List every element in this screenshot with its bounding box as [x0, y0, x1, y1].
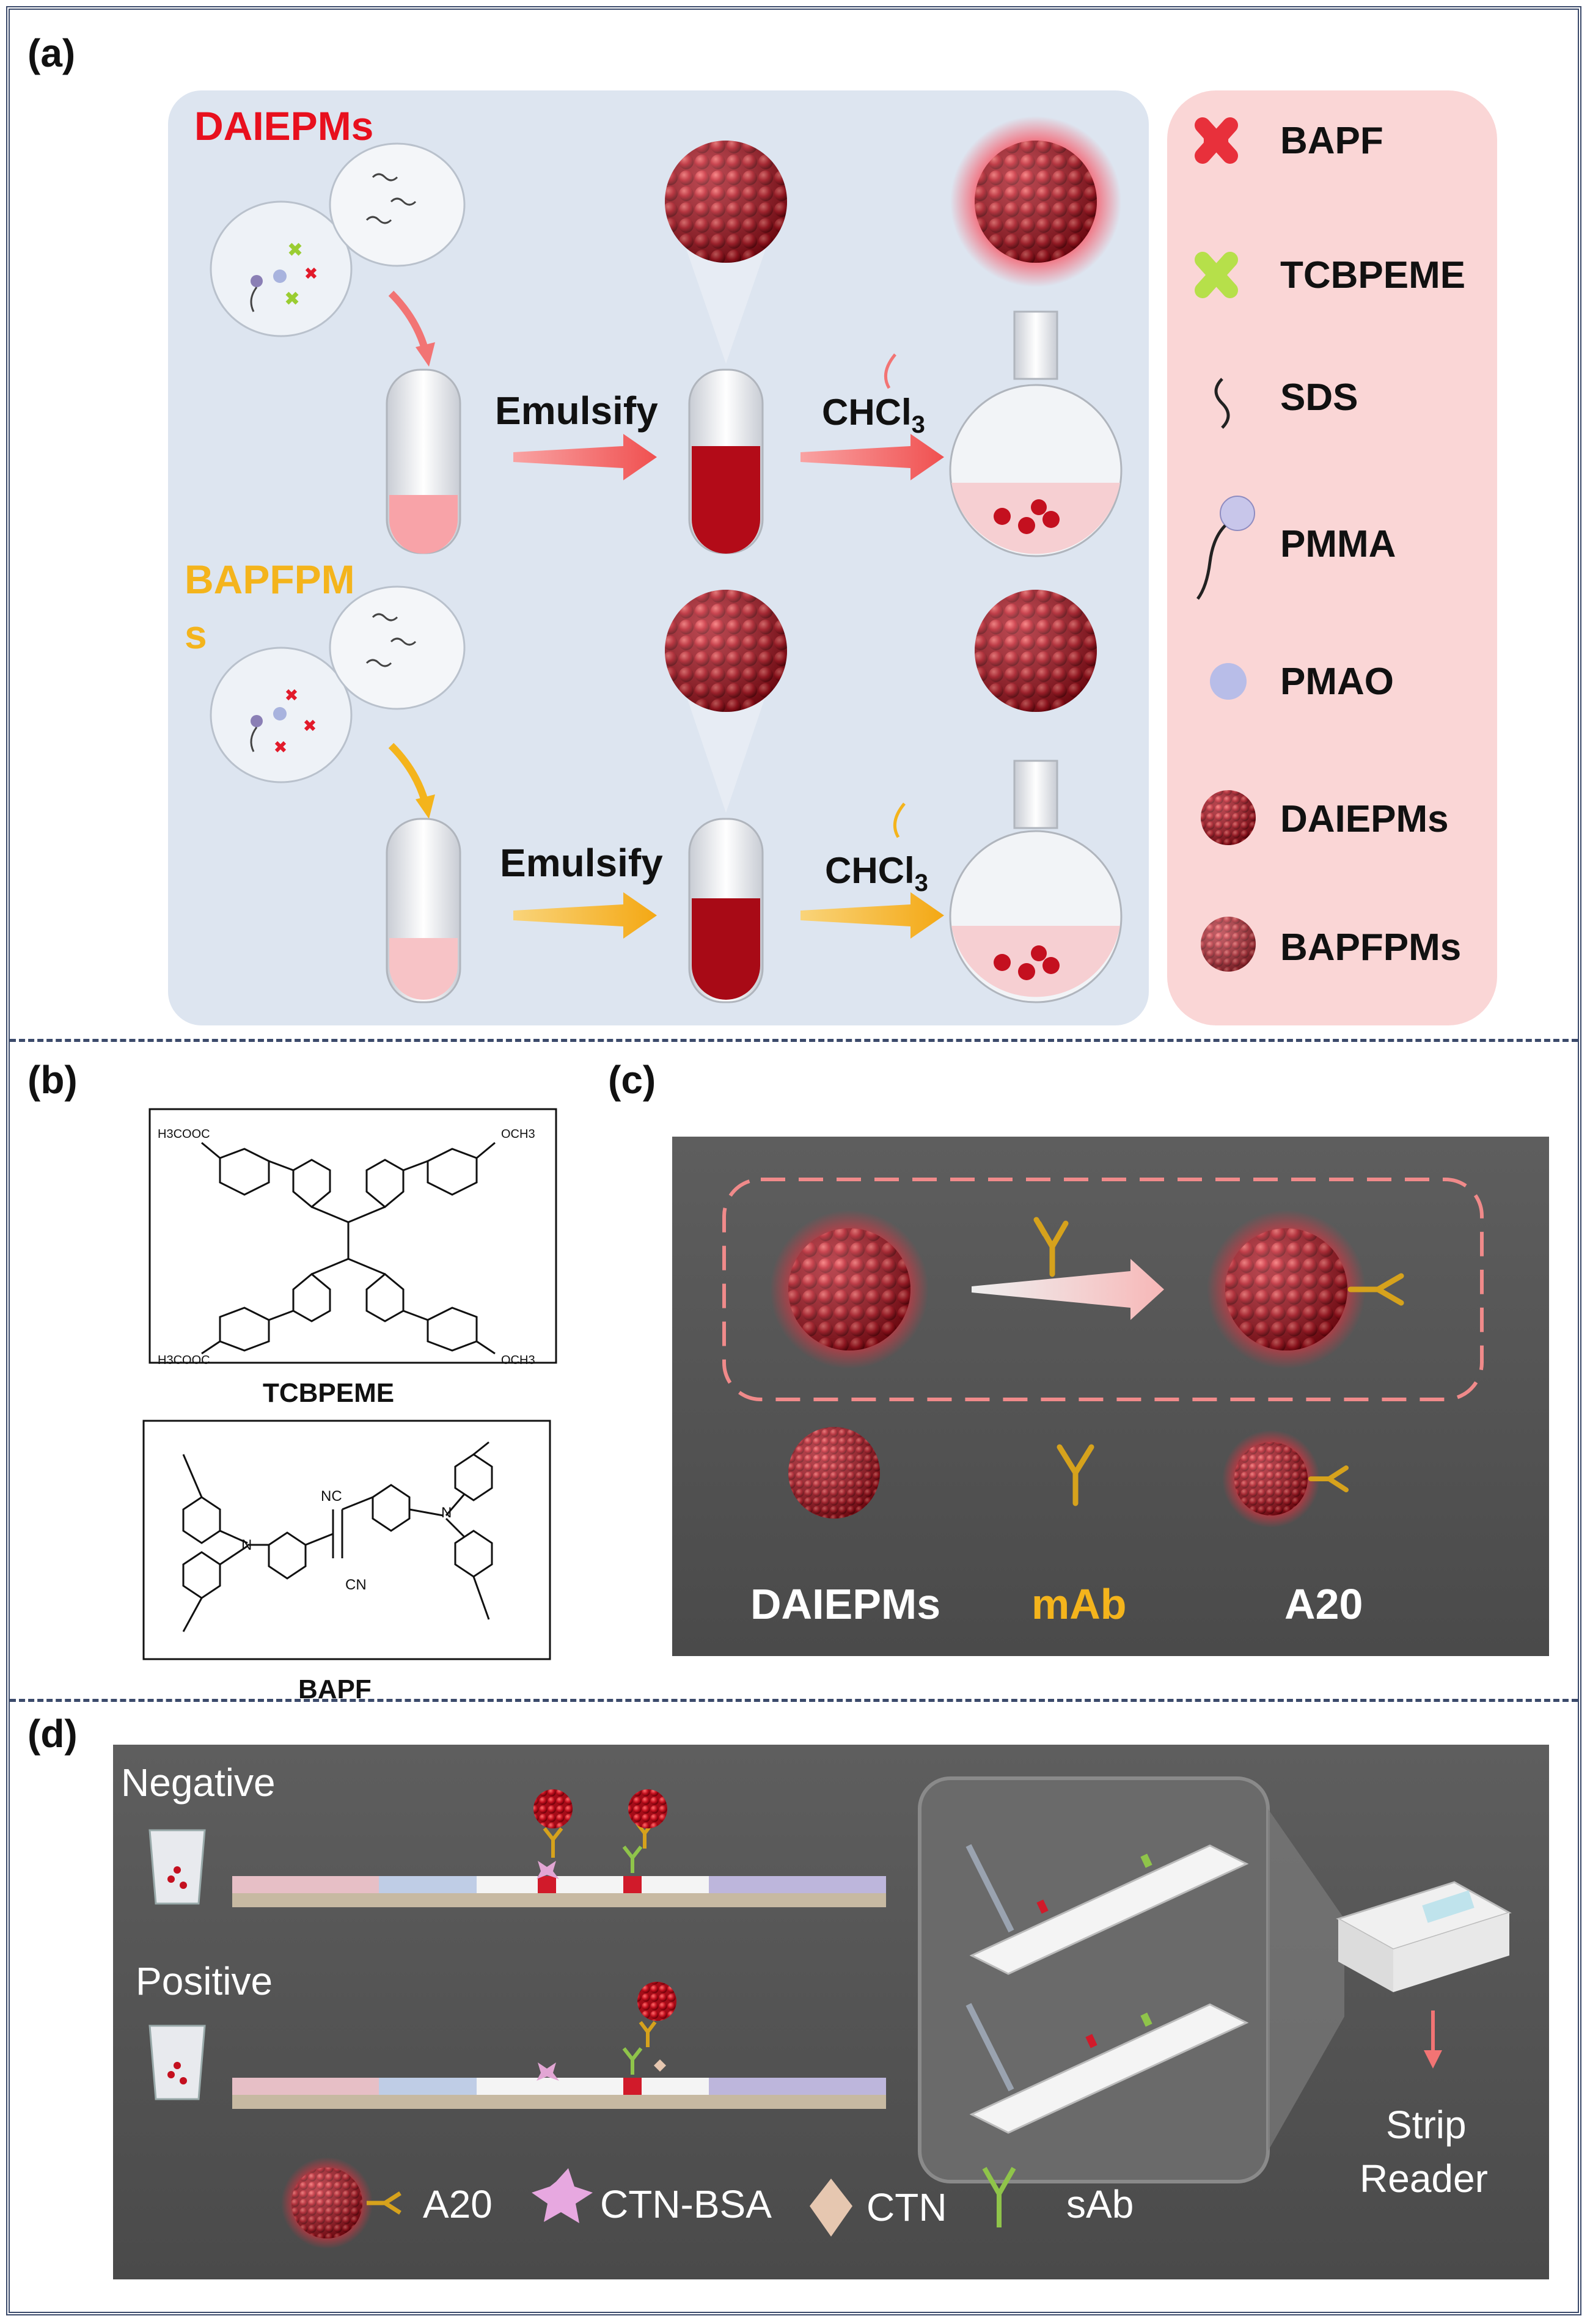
legend-daiepms: DAIEPMs	[1280, 798, 1449, 840]
test-strip-positive	[232, 1982, 886, 2109]
tcbpeme-group-4: OCH3	[501, 1354, 535, 1367]
tcbpeme-name: TCBPEME	[263, 1378, 395, 1408]
separator-c-d	[10, 1699, 1578, 1702]
curved-arrow-top	[388, 290, 428, 350]
pmao-icon	[1210, 663, 1247, 700]
legend-a-background	[1167, 90, 1497, 1025]
ctn-icon	[810, 2179, 852, 2237]
legend-d-ctn-bsa: CTN-BSA	[600, 2182, 772, 2226]
emulsify-label-bottom: Emulsify	[500, 841, 663, 885]
tcbpeme-group-3: H3COOC	[158, 1354, 210, 1367]
sds-icon	[1214, 378, 1230, 429]
pmma-icon	[1196, 496, 1255, 600]
tcbpeme-group-1: H3COOC	[158, 1127, 210, 1141]
tcbpeme-structure-box	[148, 1108, 557, 1364]
separator-a-b	[10, 1039, 1578, 1042]
conjugation-arrow	[972, 1259, 1164, 1320]
emulsify-arrow-top	[513, 434, 657, 480]
a20-antibody-c	[1347, 1273, 1404, 1306]
cassette-top	[965, 1844, 1249, 1975]
legend-d-ctn: CTN	[866, 2185, 947, 2229]
test-tube-3	[386, 818, 461, 1003]
bapf-group-n1: N	[241, 1537, 252, 1553]
conjugation-box	[722, 1178, 1484, 1401]
legend-tcbpeme: TCBPEME	[1280, 254, 1466, 296]
mab-legend-c	[1057, 1444, 1094, 1506]
curved-arrow-bottom	[388, 742, 428, 802]
panel-label-a: (a)	[27, 31, 76, 75]
bapf-structure-box	[142, 1420, 551, 1660]
a20-sphere-c	[1225, 1228, 1347, 1351]
strip-reader-window	[918, 1776, 1270, 2183]
emulsion-bubble-bottom	[210, 585, 466, 783]
panel-c-background	[672, 1137, 1549, 1656]
strip-reader-device	[1336, 1881, 1512, 1992]
flask-bottom	[949, 760, 1123, 1003]
test-tube-1	[386, 368, 461, 554]
legend-c-a20: A20	[1284, 1580, 1363, 1628]
tcbpeme-structure	[201, 1142, 496, 1355]
bapf-group-cn: CN	[345, 1577, 367, 1593]
positive-label: Positive	[136, 1959, 273, 2003]
strip-reader-label-1: Strip	[1386, 2103, 1467, 2147]
sample-cup-positive	[148, 2025, 206, 2100]
tcbpeme-icon	[1195, 252, 1238, 298]
bapf-structure	[182, 1441, 493, 1632]
legend-bapfpms: BAPFPMs	[1280, 926, 1462, 969]
daiepms-sphere-c	[788, 1228, 910, 1351]
a20-legend-d	[291, 2168, 362, 2238]
tcbpeme-group-2: OCH3	[501, 1127, 535, 1141]
bapfpms-legend-icon	[1201, 917, 1256, 972]
bapfpms-title-line1: BAPFPM	[185, 557, 355, 602]
chcl3-arrow-top	[800, 434, 944, 480]
legend-sds: SDS	[1280, 376, 1358, 419]
chcl3-arrow-bottom	[800, 892, 944, 939]
legend-c-daiepms: DAIEPMs	[750, 1580, 941, 1628]
test-tube-2	[688, 368, 764, 554]
cassette-bottom	[965, 2003, 1249, 2134]
emulsify-label-top: Emulsify	[495, 389, 658, 433]
sample-cup-negative	[148, 1829, 206, 1905]
legend-c-mab: mAb	[1031, 1580, 1127, 1628]
test-tube-4	[688, 818, 764, 1003]
sab-icon	[982, 2167, 1016, 2227]
particle-sphere-bottom-mid	[665, 590, 787, 712]
flask-top	[949, 310, 1123, 557]
emulsify-arrow-bottom	[513, 892, 657, 939]
legend-bapf: BAPF	[1280, 120, 1383, 162]
bapf-group-n2: N	[441, 1505, 452, 1521]
negative-label: Negative	[121, 1761, 276, 1805]
particle-sphere-bottom-right	[975, 590, 1097, 712]
mab-icon-c	[1033, 1217, 1069, 1277]
panel-label-c: (c)	[608, 1058, 656, 1102]
figure-frame	[6, 6, 1581, 2315]
bapfpms-title-line2: s	[185, 612, 207, 657]
chcl3-label-bottom: CHCl3	[825, 850, 928, 896]
ctn-bsa-icon	[532, 2168, 593, 2223]
strip-reader-label-2: Reader	[1360, 2157, 1488, 2201]
legend-d-a20: A20	[423, 2182, 493, 2226]
legend-pmma: PMMA	[1280, 523, 1396, 565]
chcl3-label-top: CHCl3	[822, 392, 925, 438]
bapf-group-nc: NC	[321, 1488, 342, 1505]
particle-sphere-top-mid	[665, 141, 787, 263]
test-strip-negative	[232, 1789, 886, 1907]
bapf-name: BAPF	[298, 1674, 372, 1704]
daiepms-legend-c	[788, 1427, 880, 1519]
legend-pmao: PMAO	[1280, 661, 1394, 703]
daiepms-title: DAIEPMs	[194, 103, 374, 148]
panel-label-d: (d)	[27, 1712, 78, 1756]
particle-sphere-top-right	[975, 141, 1097, 263]
a20-legend-c	[1234, 1442, 1308, 1516]
legend-d-sab: sAb	[1066, 2182, 1134, 2226]
emulsion-bubble-top	[210, 142, 466, 337]
bapf-icon	[1195, 117, 1238, 164]
daiepms-legend-icon	[1201, 790, 1256, 845]
panel-label-b: (b)	[27, 1058, 78, 1102]
